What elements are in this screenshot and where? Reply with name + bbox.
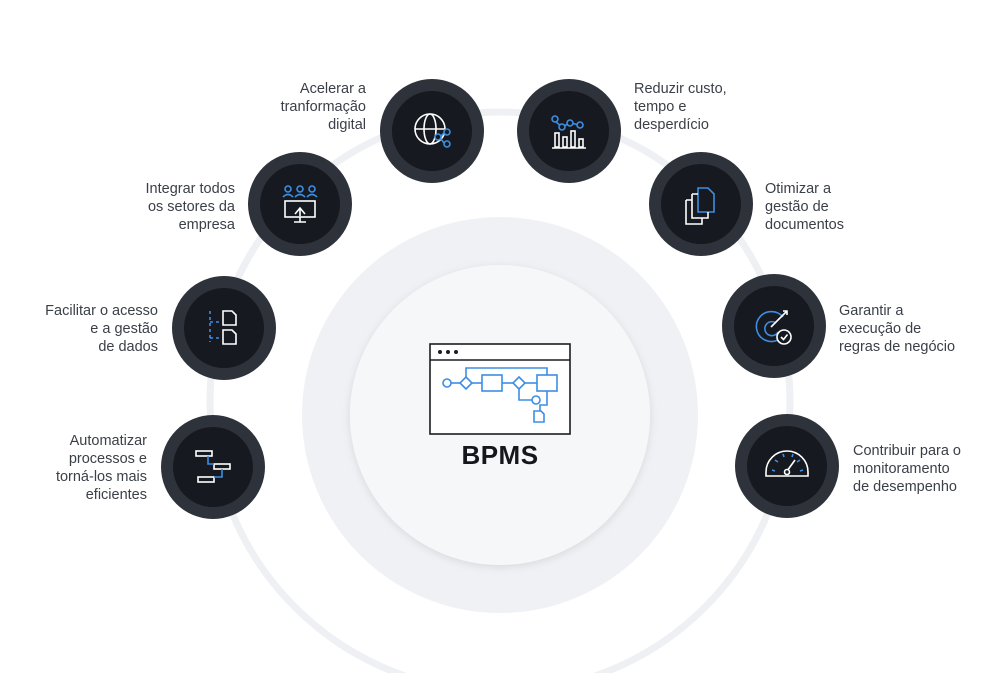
node-facilitar [172,276,276,380]
label-contribuir: Contribuir para o monitoramento de desem… [853,443,961,495]
label-otimizar: Otimizar a gestão de documentos [765,181,844,233]
node-acelerar [380,79,484,183]
label-garantir: Garantir a execução de regras de negócio [839,303,956,355]
label-acelerar: Acelerar a tranformação digital [280,81,366,133]
node-automatizar [161,415,265,519]
speedometer-icon [765,450,809,477]
bpms-window-icon [429,343,571,435]
workflow-steps-icon [195,450,231,483]
node-contribuir [735,414,839,518]
node-integrar [248,152,352,256]
node-otimizar [649,152,753,256]
label-automatizar: Automatizar processos e torná-los mais e… [55,433,147,503]
target-check-icon [755,310,792,345]
node-reduzir [517,79,621,183]
label-reduzir: Reduzir custo, tempo e desperdício [634,81,727,133]
globe-network-icon [414,113,451,148]
bar-line-chart-icon [551,115,586,149]
center-title: BPMS [461,440,539,470]
connector-arc [206,108,794,673]
team-monitor-icon [282,185,318,223]
data-documents-icon [209,310,237,345]
label-integrar: Integrar todos os setores da empresa [145,181,235,233]
node-garantir [722,274,826,378]
label-facilitar: Facilitar o acesso e a gestão de dados [45,303,158,355]
stacked-documents-icon [685,187,715,225]
